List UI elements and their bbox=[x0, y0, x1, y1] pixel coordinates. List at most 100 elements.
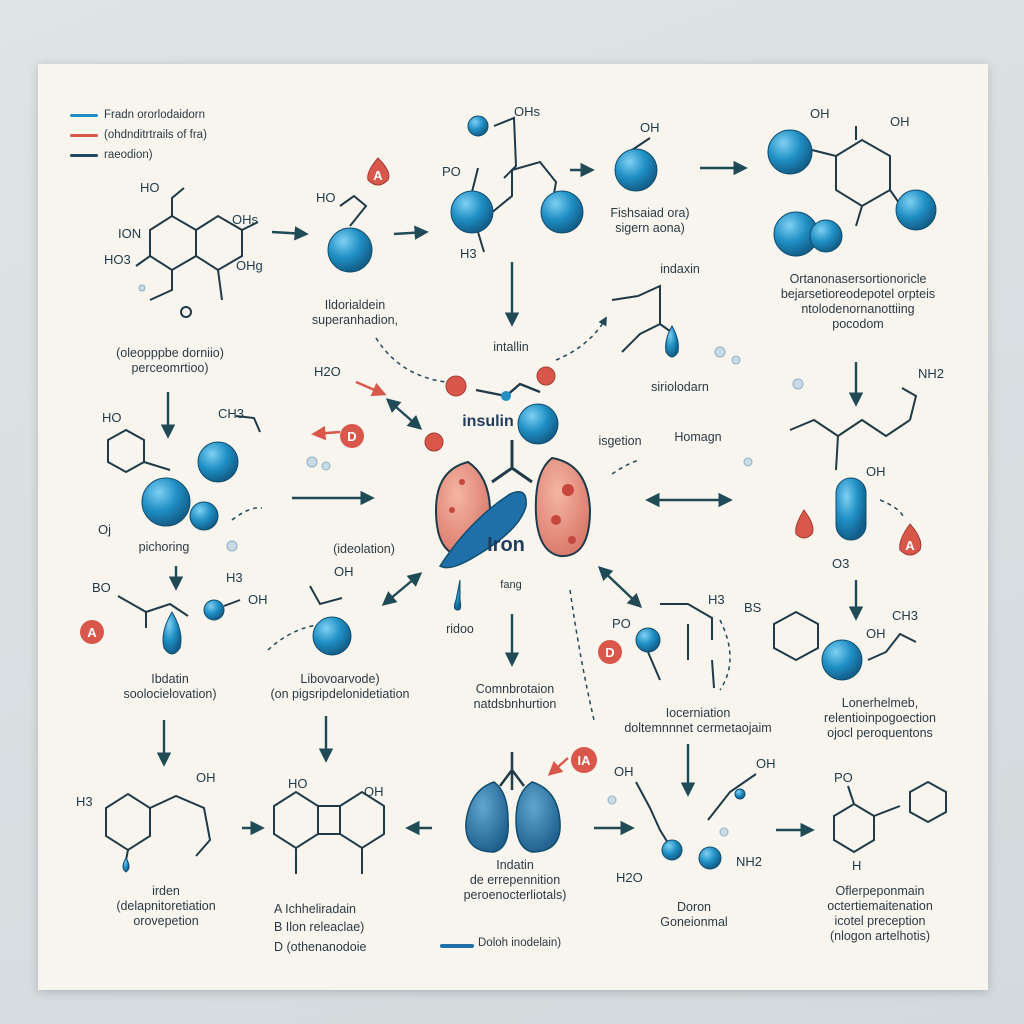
caption: Lonerhelmeb, relentioinpogoection ojocl … bbox=[824, 696, 936, 740]
badge-d-text: D bbox=[605, 645, 614, 660]
red-dot bbox=[445, 375, 467, 397]
molecule-sphere bbox=[821, 639, 863, 681]
atom-label: PO bbox=[442, 164, 461, 179]
molecule-droplet bbox=[122, 857, 130, 873]
atom-label: H3 bbox=[76, 794, 93, 809]
molecule-bond bbox=[647, 651, 661, 681]
list-item: D (othenanodoie bbox=[274, 940, 367, 954]
molecule-bond bbox=[309, 585, 343, 606]
arrow bbox=[547, 757, 569, 776]
molecule-sphere bbox=[635, 627, 661, 653]
molecule-sphere bbox=[734, 788, 746, 800]
caption: isgetion bbox=[598, 434, 642, 448]
atom-label: HO3 bbox=[104, 252, 131, 267]
molecule-ring bbox=[195, 214, 243, 272]
molecule-ring bbox=[105, 792, 151, 852]
atom-label: O3 bbox=[832, 556, 849, 571]
molecule-sphere bbox=[698, 846, 722, 870]
molecule-bond bbox=[873, 805, 901, 817]
center-insulin-label: insulin bbox=[462, 413, 514, 430]
atom-label: H3 bbox=[708, 592, 725, 607]
molecule-sphere bbox=[767, 129, 813, 175]
atom-label: BO bbox=[92, 580, 111, 595]
arrow bbox=[381, 572, 423, 606]
legend-item: raeodion) bbox=[70, 148, 153, 162]
molecule-droplet bbox=[162, 611, 182, 655]
molecule-bond bbox=[339, 194, 368, 227]
caption: Iocerniation doltemnnnet cermetaojaim bbox=[624, 706, 772, 735]
legend-label: Fradn ororlodaidorn bbox=[104, 109, 206, 121]
molecule-bond bbox=[789, 418, 911, 438]
badge-ia bbox=[571, 747, 597, 773]
atom-label: OH bbox=[196, 770, 216, 785]
caption: Doron Goneionmal bbox=[660, 900, 728, 929]
molecule-ring bbox=[833, 802, 875, 854]
atom-label: OHs bbox=[514, 104, 541, 119]
caption: siriolodarn bbox=[651, 380, 709, 394]
caption: Libovoarvode) (on pigsripdelonidetiation bbox=[270, 672, 410, 701]
arrow bbox=[355, 380, 387, 397]
arrow bbox=[597, 566, 643, 608]
dashed-connector bbox=[879, 499, 905, 519]
red-droplet bbox=[899, 523, 922, 556]
atom-label: OH bbox=[866, 464, 886, 479]
atom-label: OH bbox=[866, 626, 886, 641]
bubble bbox=[719, 827, 729, 837]
atom-label: OH bbox=[248, 592, 268, 607]
atom-label: OH bbox=[364, 784, 384, 799]
molecule-sphere bbox=[312, 616, 352, 656]
caption: Ildorialdein superanhadion, bbox=[311, 298, 399, 327]
red-droplet bbox=[795, 509, 814, 539]
atom-label: BS bbox=[744, 600, 762, 615]
atom-label: OH bbox=[756, 756, 776, 771]
molecule-bond bbox=[149, 794, 212, 857]
molecule-bond bbox=[611, 284, 661, 353]
badge-ia-text: IA bbox=[578, 753, 592, 768]
caption: Comnbrotaion natdsbnhurtion bbox=[473, 682, 557, 711]
atom-label: OHg bbox=[236, 258, 263, 273]
caption: Fishsaiad ora) sigern aona) bbox=[610, 206, 690, 235]
molecule-bond bbox=[171, 187, 185, 216]
bubble bbox=[714, 346, 726, 358]
molecule-sphere bbox=[203, 599, 225, 621]
molecule-ring bbox=[909, 780, 947, 824]
red-droplet bbox=[367, 157, 390, 186]
blue-lungs bbox=[465, 752, 561, 853]
caption: indaxin bbox=[660, 262, 700, 276]
molecule-sphere bbox=[895, 189, 937, 231]
dashed-connector bbox=[231, 507, 263, 521]
atom-label: OH bbox=[810, 106, 830, 121]
atom-label: HO bbox=[140, 180, 160, 195]
molecule-droplet bbox=[453, 579, 462, 611]
caption: Indatin de errepennition peroenocterliot… bbox=[463, 858, 567, 902]
caption: fang bbox=[500, 579, 522, 591]
molecule-sphere bbox=[189, 501, 219, 531]
legend-label: (ohdnditrtrails of fra) bbox=[104, 129, 207, 141]
arrow bbox=[271, 226, 309, 241]
badge-a-text: A bbox=[905, 538, 915, 553]
dashed-connector bbox=[375, 337, 447, 383]
bubble bbox=[226, 540, 238, 552]
atom-label: H2O bbox=[314, 364, 341, 379]
arrow bbox=[393, 225, 429, 240]
dashed-connector bbox=[555, 316, 607, 361]
atom-label: OH bbox=[640, 120, 660, 135]
atom-label: H bbox=[852, 858, 861, 873]
atom-label: CH3 bbox=[218, 406, 244, 421]
molecule-bond bbox=[149, 270, 173, 301]
legend-swatch bbox=[70, 153, 98, 157]
molecule-sphere bbox=[450, 190, 494, 234]
dashed-connector bbox=[611, 459, 641, 475]
molecule-sphere bbox=[517, 403, 559, 445]
badge-a-text: A bbox=[373, 168, 383, 183]
badge-a bbox=[80, 620, 104, 644]
red-dot bbox=[424, 432, 444, 452]
molecule-sphere bbox=[141, 477, 191, 527]
molecule-bond bbox=[223, 599, 241, 607]
list-item: A Ichheliradain bbox=[274, 902, 357, 916]
atom-label: H3 bbox=[226, 570, 243, 585]
atom-label: H3 bbox=[460, 246, 477, 261]
legend-swatch bbox=[70, 113, 98, 117]
molecule-sphere bbox=[467, 115, 489, 137]
molecule-bond bbox=[660, 603, 713, 640]
